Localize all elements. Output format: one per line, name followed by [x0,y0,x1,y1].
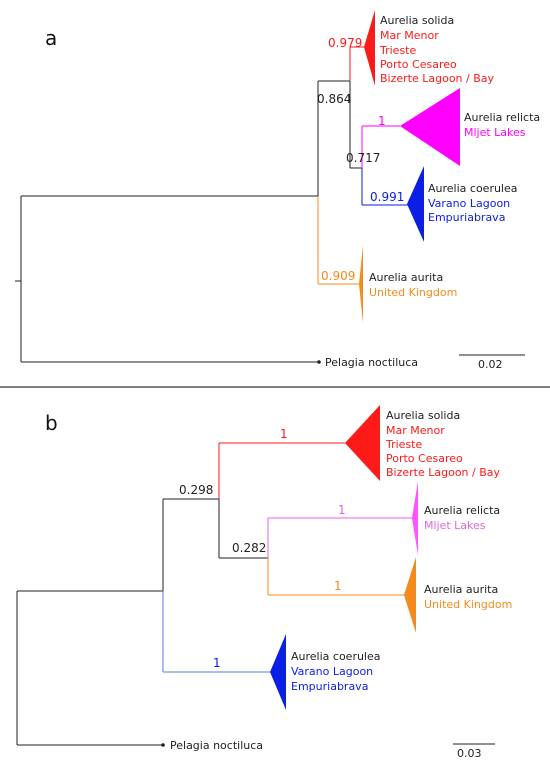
panel-a-solida-location: Mar Menor [380,29,439,42]
panel-b-solida-triangle [345,405,380,481]
panel-a-solida-triangle [364,10,375,86]
panel-b-relicta-location: Mljet Lakes [424,519,486,532]
panel-b-solida-species: Aurelia solida [386,409,460,422]
panel-a-solida-branch [349,46,365,81]
panel-a-solida-location: Bizerte Lagoon / Bay [380,72,495,85]
panel-b-solida-branch [218,442,345,499]
panel-a-support-solida: 0.979 [328,36,362,50]
panel-a-relicta-location: Mljet Lakes [464,126,526,139]
panel-a-scale-label: 0.02 [478,358,503,371]
panel-b-support-aurita: 1 [334,579,342,593]
panel-b-aurita-location: United Kingdom [424,598,512,611]
panel-a-solida-location: Trieste [379,44,416,57]
panel-a: a 0.864 0.717 0.979 1 0.9 [15,10,540,371]
panel-b-outgroup-label: Pelagia noctiluca [170,739,263,752]
panel-b-support-relicta: 1 [338,503,346,517]
panel-b: b 0.298 0.282 [16,405,512,760]
panel-a-outgroup-tip [317,360,321,364]
panel-b-backbone [16,498,268,746]
panel-b-solida-location: Bizerte Lagoon / Bay [386,466,501,479]
panel-a-relicta-branch [361,125,400,168]
panel-b-coerulea-location: Empuriabrava [291,680,368,693]
panel-b-aurita-triangle [404,557,416,633]
panel-b-solida-location: Mar Menor [386,424,445,437]
panel-a-support-n864: 0.864 [317,92,351,106]
panel-b-relicta-triangle [412,481,418,555]
panel-b-relicta-species: Aurelia relicta [424,504,500,517]
panel-b-scale-label: 0.03 [457,747,482,760]
panel-b-coerulea-triangle [270,634,286,710]
panel-b-relicta-branch [267,517,413,558]
panel-a-backbone [15,80,362,363]
panel-a-support-aurita: 0.909 [321,269,355,283]
panel-b-support-solida: 1 [280,427,288,441]
panel-a-support-n717: 0.717 [346,151,380,165]
panel-a-aurita-triangle [359,245,363,323]
panel-b-support-coerulea: 1 [213,656,221,670]
panel-b-solida-location: Porto Cesareo [386,452,463,465]
panel-b-outgroup-tip [161,743,165,747]
panel-a-aurita-location: United Kingdom [369,286,457,299]
panel-b-solida-location: Trieste [385,438,422,451]
panel-b-coerulea-location: Varano Lagoon [291,665,373,678]
panel-a-coerulea-location: Varano Lagoon [428,197,510,210]
panel-a-outgroup-label: Pelagia noctiluca [325,356,418,369]
panel-a-aurita-species: Aurelia aurita [369,271,443,284]
panel-a-coerulea-location: Empuriabrava [428,211,505,224]
panel-b-coerulea-branch [162,591,270,673]
panel-a-aurita-branch [317,196,360,285]
panel-b-aurita-branch [267,558,405,596]
panel-a-support-coerulea: 0.991 [370,190,404,204]
panel-b-support-n282: 0.282 [232,541,266,555]
panel-b-coerulea-species: Aurelia coerulea [291,650,381,663]
panel-a-relicta-species: Aurelia relicta [464,111,540,124]
panel-b-aurita-species: Aurelia aurita [424,583,498,596]
panel-b-support-n298: 0.298 [179,483,213,497]
panel-a-coerulea-species: Aurelia coerulea [428,182,518,195]
panel-a-relicta-triangle [400,88,460,166]
panel-a-support-relicta: 1 [378,114,386,128]
panel-a-coerulea-branch [361,168,408,206]
panel-a-label: a [45,26,57,50]
panel-a-solida-species: Aurelia solida [380,14,454,27]
panel-b-label: b [45,411,58,435]
panel-a-solida-location: Porto Cesareo [380,58,457,71]
panel-a-coerulea-triangle [407,166,424,242]
